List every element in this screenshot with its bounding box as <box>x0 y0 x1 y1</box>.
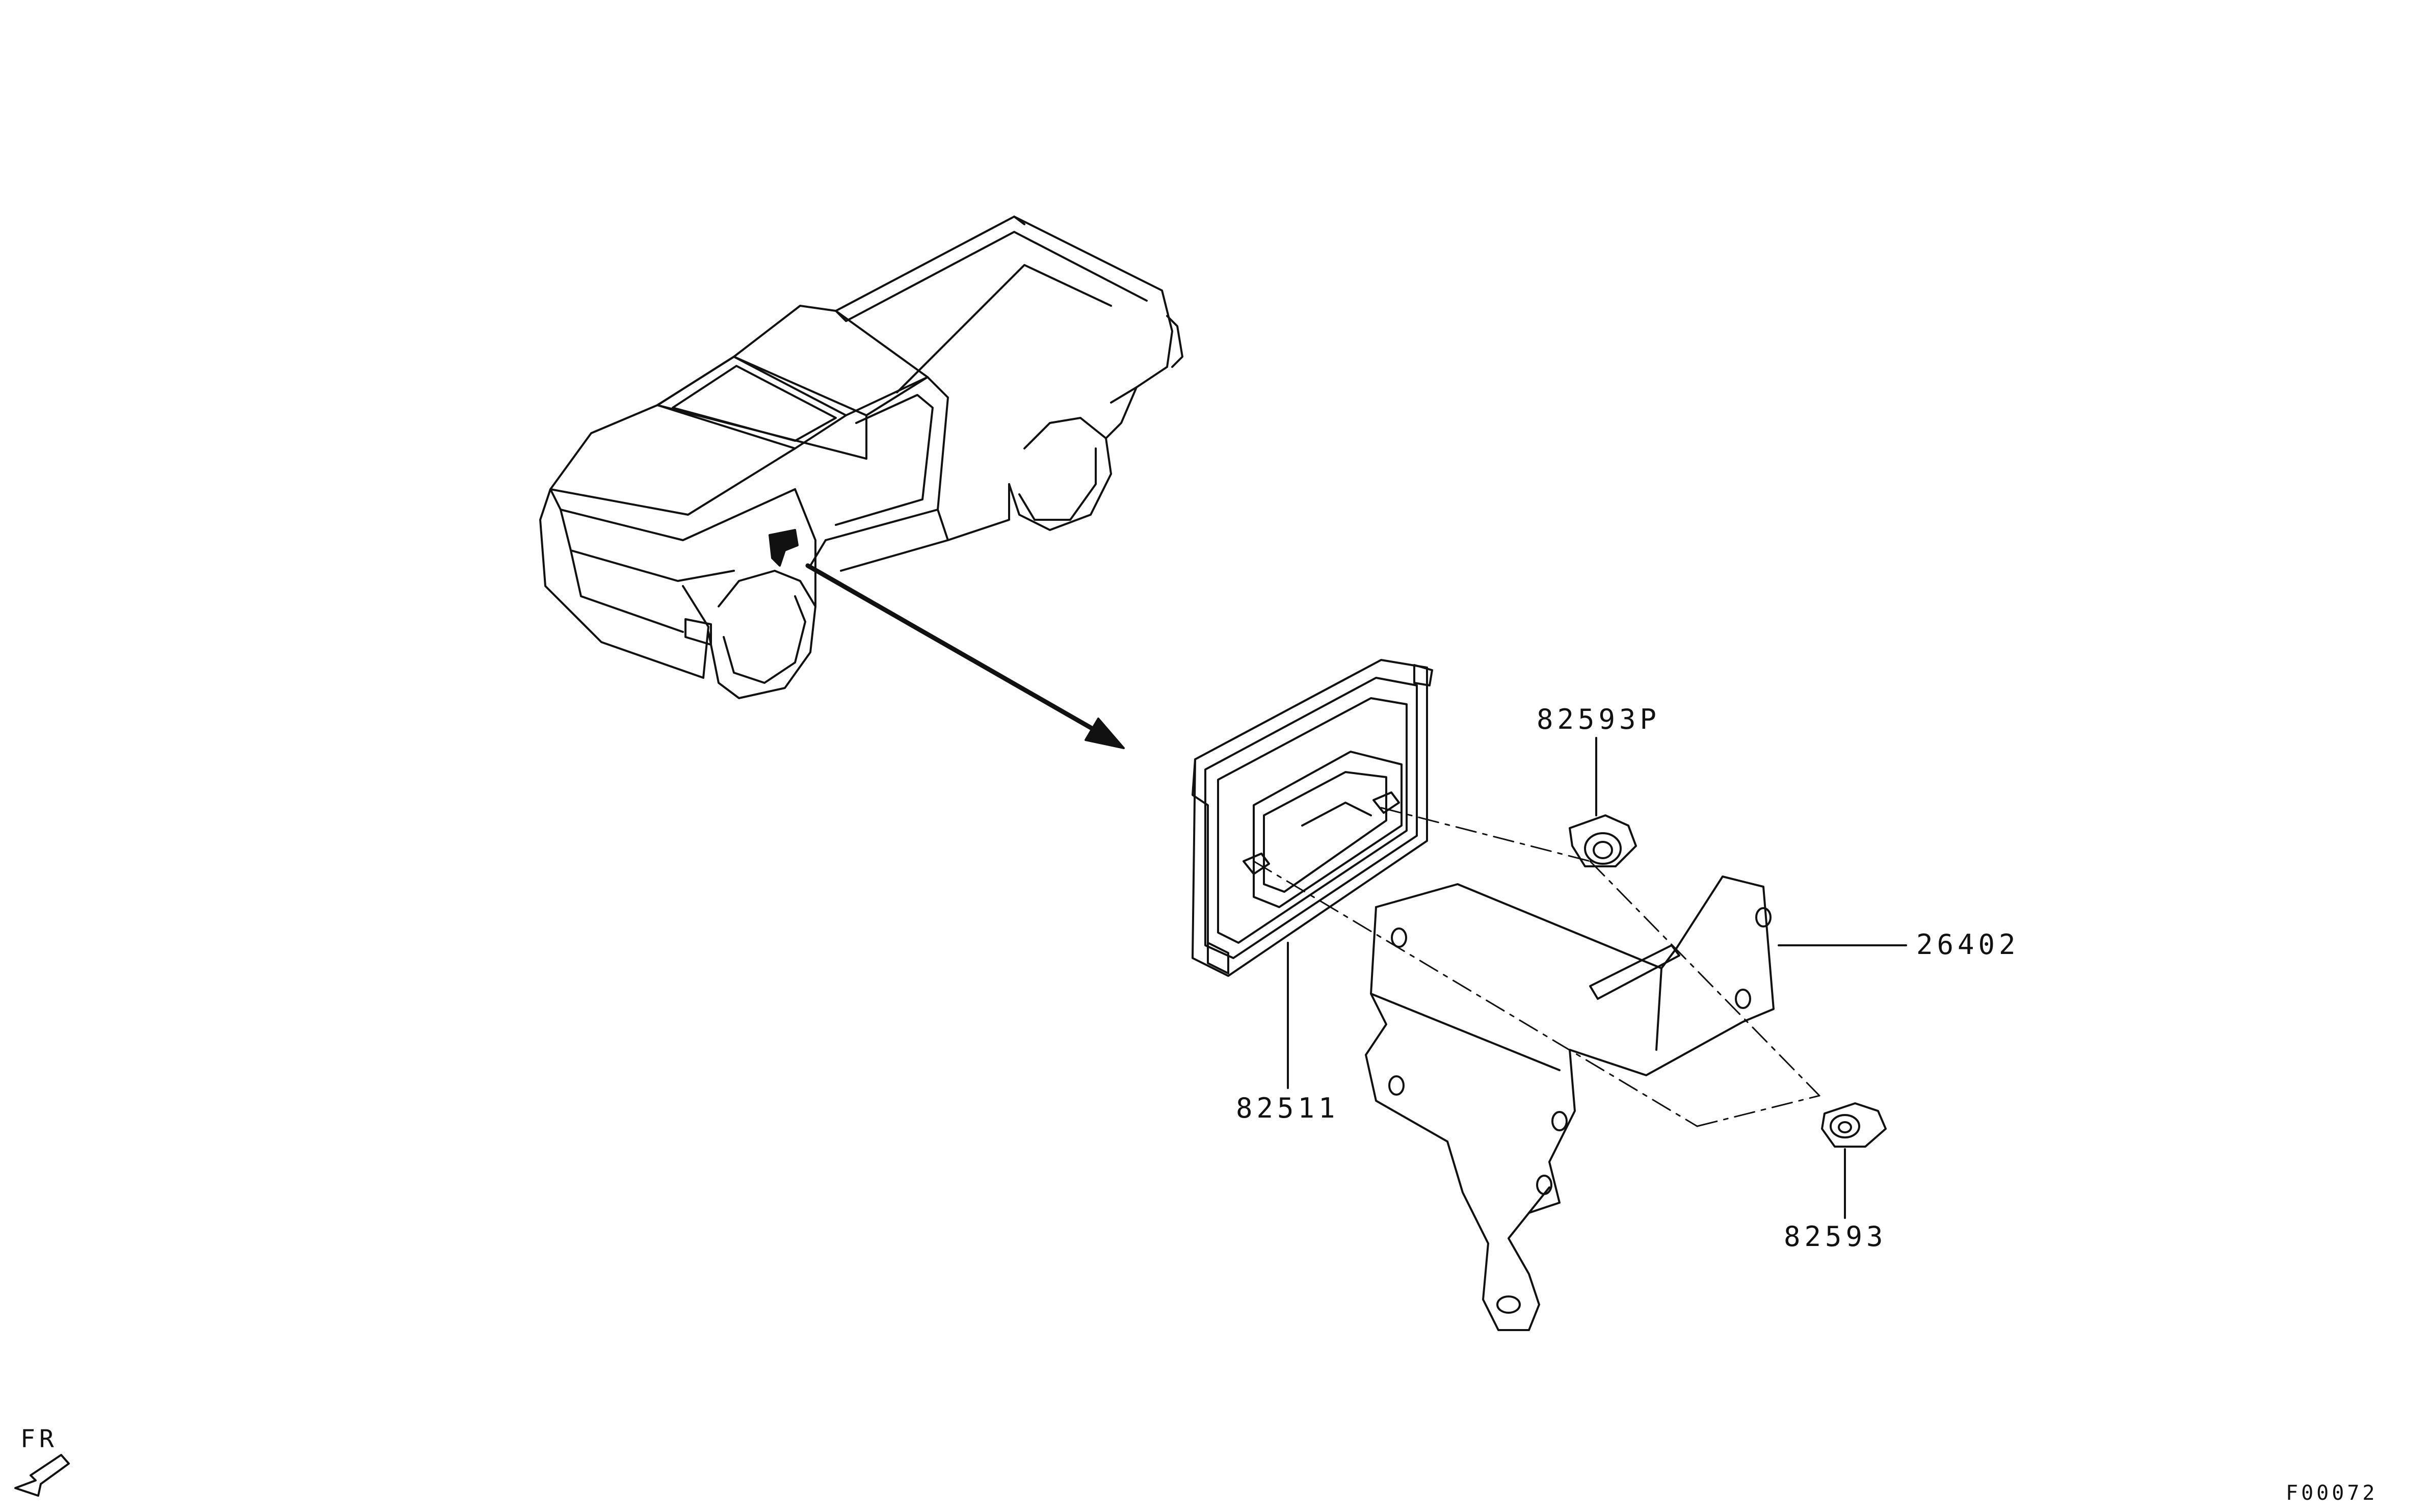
front-indicator-label: FR <box>20 1425 58 1453</box>
label-82511: 82511 <box>1236 1092 1339 1124</box>
label-82593: 82593 <box>1784 1221 1887 1253</box>
location-arrow <box>805 563 1125 749</box>
mounting-bracket-26402 <box>1365 876 1907 1331</box>
label-26402: 26402 <box>1916 929 2020 961</box>
ecu-module-82511 <box>1192 659 1433 1089</box>
nut-82593 <box>1821 1102 1887 1219</box>
assembly-center-lines <box>1253 807 1820 1127</box>
front-arrow-icon <box>14 1454 70 1497</box>
label-82593P: 82593P <box>1537 703 1661 735</box>
nut-82593P <box>1569 737 1637 867</box>
pickup-truck-illustration <box>539 216 1183 699</box>
figure-code: F00072 <box>2286 1481 2378 1505</box>
